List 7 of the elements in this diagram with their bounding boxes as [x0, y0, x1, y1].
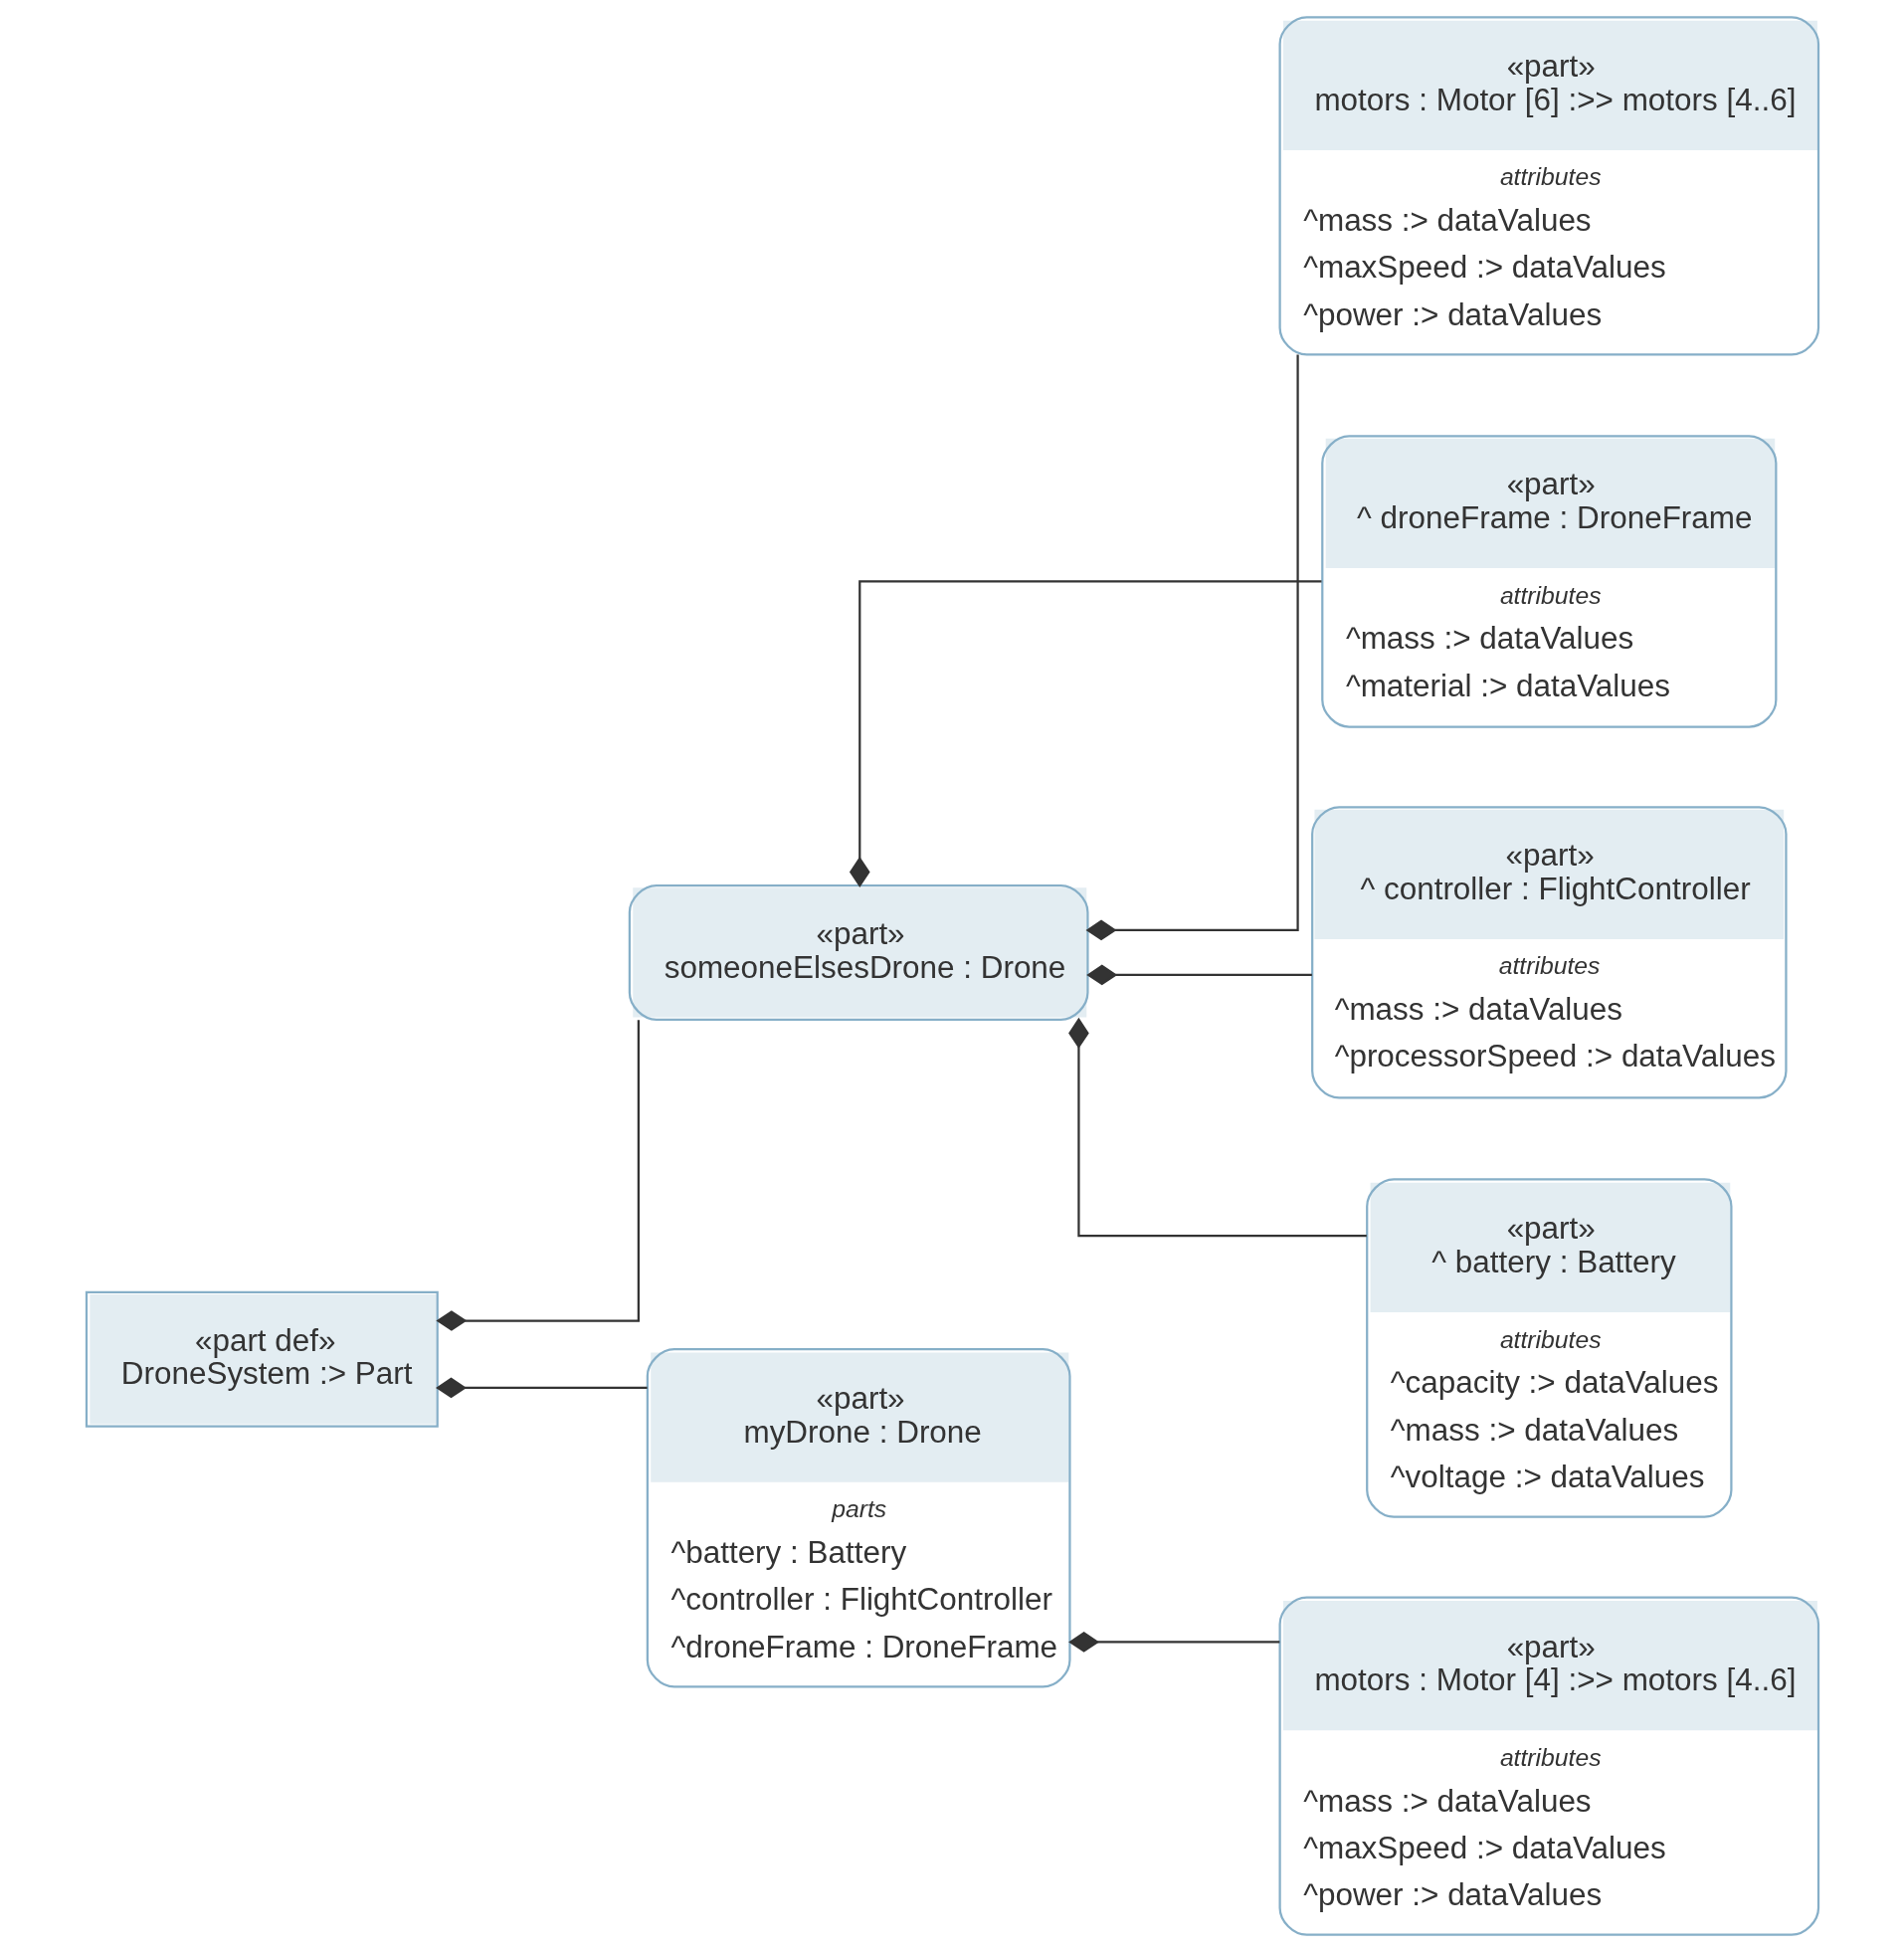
connector: [1067, 1017, 1367, 1238]
connector: [1067, 1632, 1279, 1653]
connector: [435, 1377, 648, 1399]
connector: [1085, 354, 1299, 941]
connector: [435, 1020, 640, 1331]
connector: [849, 580, 1321, 887]
connector: [1085, 964, 1312, 986]
